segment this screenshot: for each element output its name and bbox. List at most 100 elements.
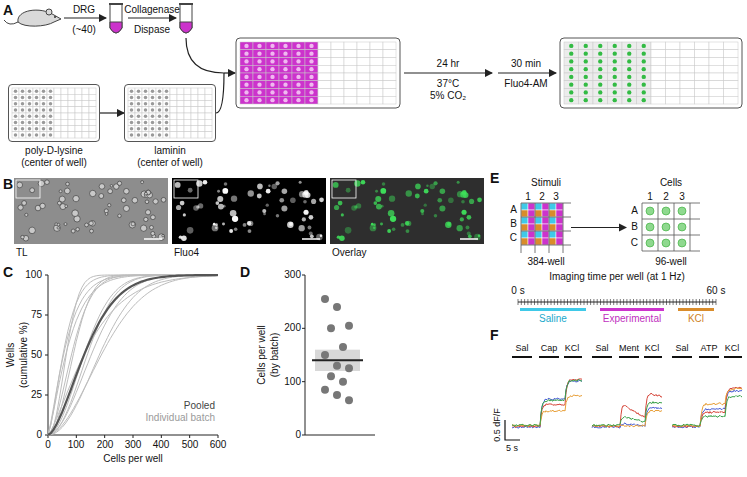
plate-well [651,81,666,89]
plate-well [40,107,47,113]
plate-well [205,119,212,125]
cumulative-curve [48,275,218,435]
cell-well [678,239,686,247]
plate-well [593,50,608,58]
plate-well [564,96,579,104]
calcium-trace [672,395,742,426]
grid-line [521,245,571,246]
cell [268,185,270,187]
plate-well [370,96,383,104]
plate-well [666,96,681,104]
calcium-trace [592,402,662,427]
well-coating [35,108,39,112]
plate-well [292,89,305,97]
plate-well [156,126,163,132]
plate-well [292,65,305,73]
plate-well [593,96,608,104]
stimulus-well [556,217,563,224]
well-coating [309,98,313,102]
tube-icon [179,3,193,5]
axis-title: Wells [5,343,17,367]
well-coating [151,96,155,100]
axis-tick [302,435,305,436]
stimulus-well [556,224,563,231]
well-coating [283,82,287,86]
cell [333,182,339,188]
plate-well [666,42,681,50]
plate-well [266,89,279,97]
cell [467,215,472,220]
stimulus-well [556,238,563,245]
figure-label: 3 [553,191,559,203]
well-coating [14,121,18,125]
plate-well [593,73,608,81]
well-coating [309,51,313,55]
plate-well [292,73,305,81]
plate-well [82,94,89,100]
axis-tick [161,435,162,438]
cell [477,197,482,202]
stim-bar [672,356,692,358]
well-coating [584,82,588,86]
well-coating [584,75,588,79]
cell [373,201,377,205]
plate-well [205,94,212,100]
cell [64,188,70,194]
plate-well [68,132,75,138]
figure-label: 0 [36,429,42,441]
plate-caption: (center of well) [137,157,203,169]
time-tick [646,299,647,305]
well-coating [257,75,261,79]
figure-label: 2 [663,191,669,203]
figure-label: B [631,221,638,233]
cell [466,226,470,230]
time-tick [676,299,677,305]
plate-well [593,89,608,97]
figure-label: Pooled [184,400,215,412]
well-coating [165,127,169,131]
plate-well [156,107,163,113]
plate-well [198,88,205,94]
well-coating [283,44,287,48]
time-tick [518,299,519,305]
time-tick [683,299,684,305]
cell [179,235,182,238]
cell [380,223,383,226]
plate-well [26,132,33,138]
data-dot [321,386,329,394]
plate-well [205,88,212,94]
inset-frame [16,180,40,198]
figure-label: 37°C [437,78,459,90]
time-tick [577,299,578,305]
plate-well [170,113,177,119]
axis-tick [45,275,48,276]
data-dot [339,378,347,386]
plate-well [279,96,292,104]
stimulus-well [535,217,542,224]
well-coating [584,90,588,94]
calcium-trace [592,393,662,427]
well-coating [296,51,300,55]
well-coating [49,102,53,106]
cell [25,213,28,216]
plate-well [680,58,695,66]
well-coating [21,108,25,112]
well-coating [283,90,287,94]
cell [424,204,427,207]
plate-well [608,50,623,58]
cell [59,190,62,193]
stimulus-well [528,217,535,224]
plate-well [344,81,357,89]
plate-well [622,65,637,73]
plate-well [191,94,198,100]
plate-well [198,113,205,119]
plate-well [680,50,695,58]
cell [151,215,156,220]
plate-well [156,132,163,138]
well-coating [598,51,602,55]
well-coating [309,75,313,79]
plate-well [292,58,305,66]
well-coating [584,59,588,63]
well-coating [627,98,631,102]
axis-tick [133,435,134,438]
